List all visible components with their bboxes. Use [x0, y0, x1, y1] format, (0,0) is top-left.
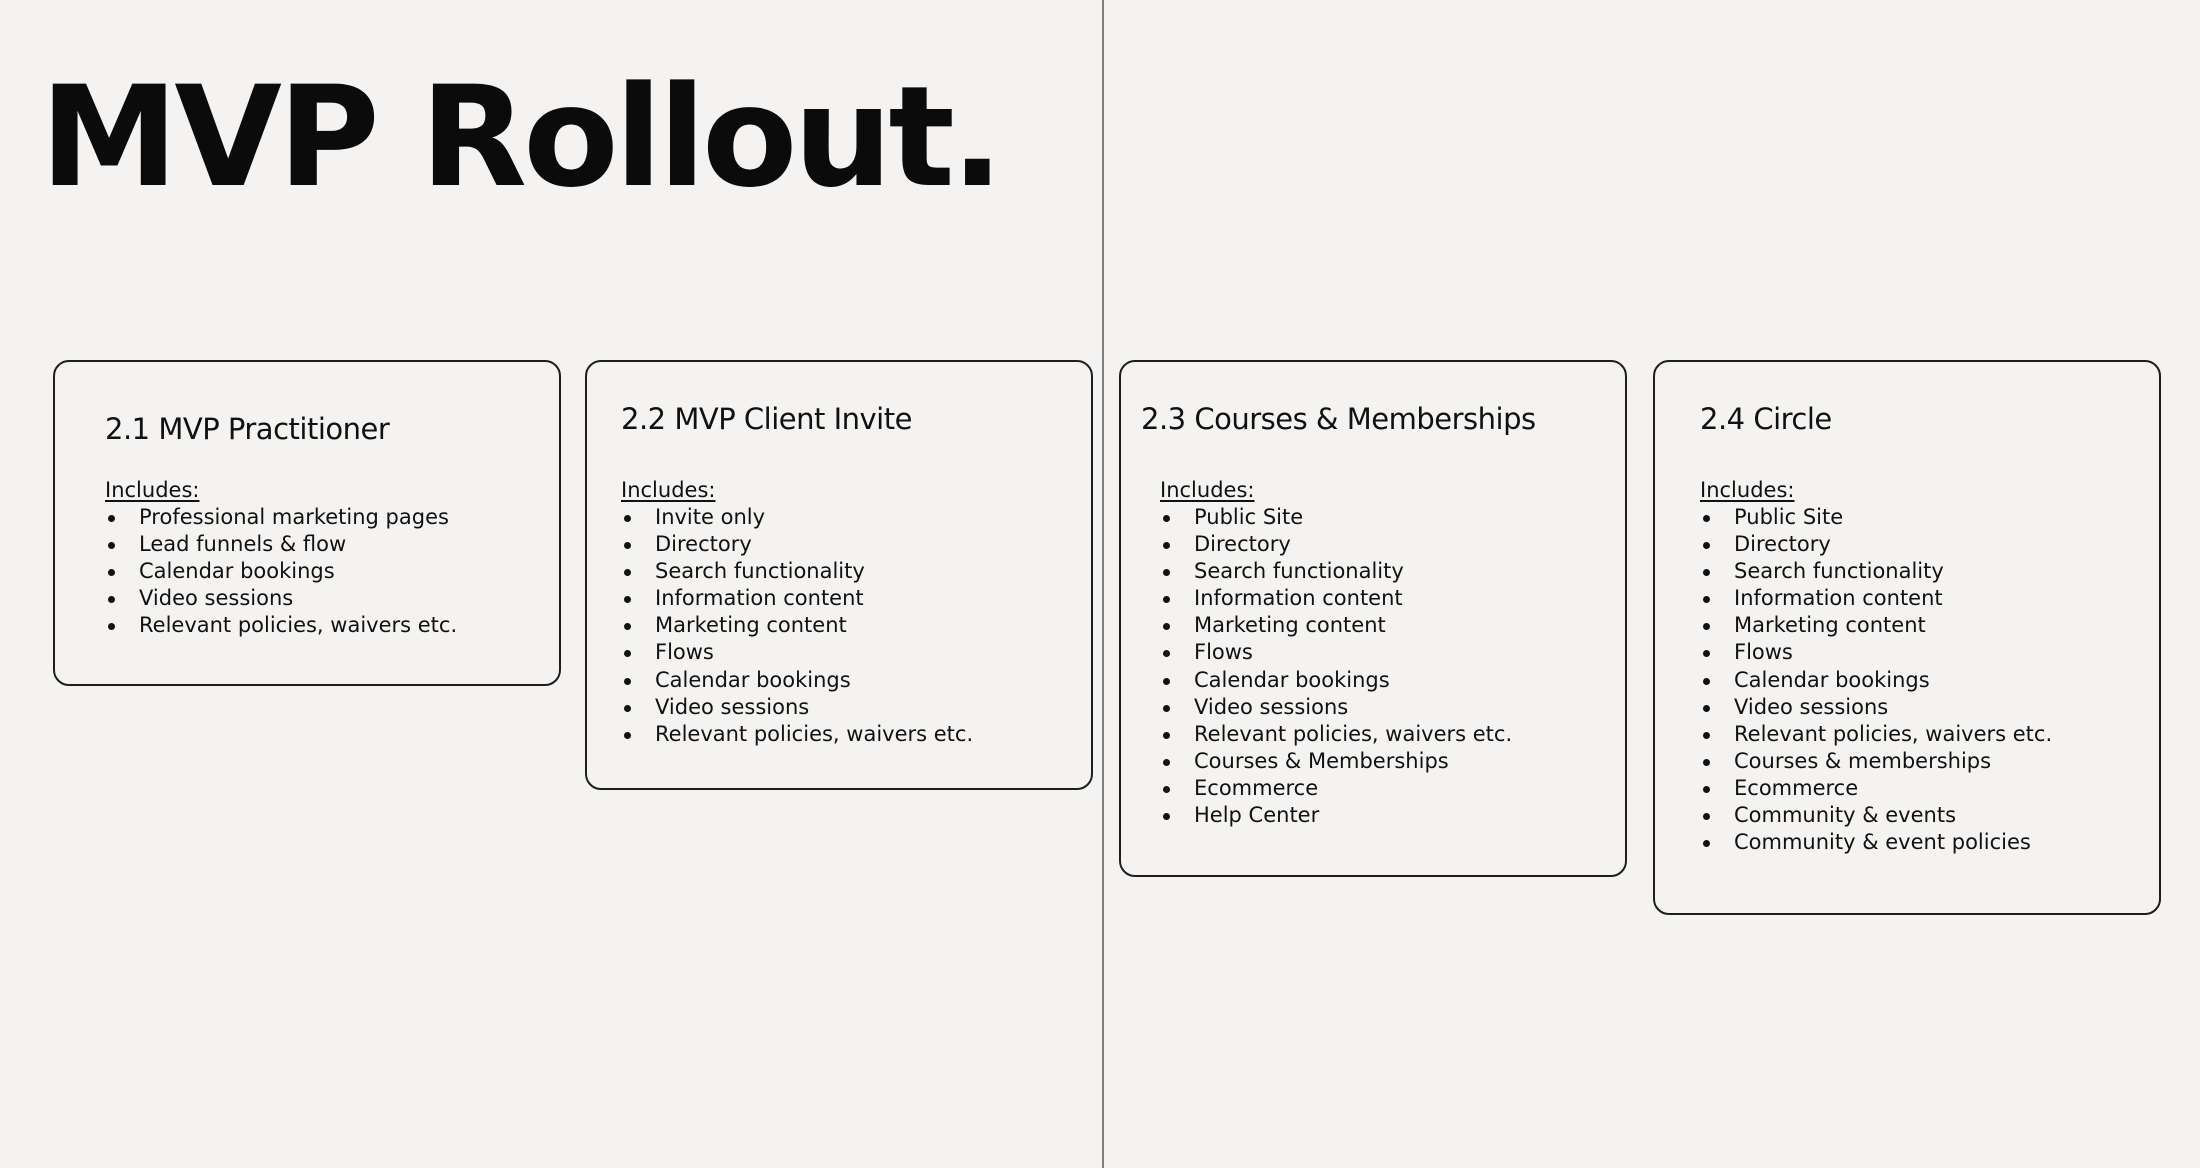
list-item: Calendar bookings — [1700, 667, 2052, 694]
list-item: Courses & Memberships — [1160, 748, 1512, 775]
list-item: Video sessions — [621, 694, 973, 721]
card-courses-memberships: 2.3 Courses & Memberships Includes: Publ… — [1119, 360, 1627, 877]
page-title: MVP Rollout. — [40, 56, 1004, 218]
list-item: Community & event policies — [1700, 829, 2052, 856]
includes-label: Includes: — [621, 478, 716, 502]
feature-list: Invite only Directory Search functionali… — [621, 504, 973, 748]
list-item: Ecommerce — [1160, 775, 1512, 802]
list-item: Calendar bookings — [105, 558, 457, 585]
list-item: Help Center — [1160, 802, 1512, 829]
feature-list: Professional marketing pages Lead funnel… — [105, 504, 457, 639]
list-item: Search functionality — [1160, 558, 1512, 585]
list-item: Marketing content — [1160, 612, 1512, 639]
list-item: Marketing content — [621, 612, 973, 639]
feature-list: Public Site Directory Search functionali… — [1160, 504, 1512, 829]
card-heading: 2.2 MVP Client Invite — [621, 402, 912, 436]
list-item: Relevant policies, waivers etc. — [1160, 721, 1512, 748]
card-heading: 2.4 Circle — [1700, 402, 1832, 436]
card-mvp-client-invite: 2.2 MVP Client Invite Includes: Invite o… — [585, 360, 1093, 790]
card-circle: 2.4 Circle Includes: Public Site Directo… — [1653, 360, 2161, 915]
list-item: Directory — [1700, 531, 2052, 558]
list-item: Video sessions — [1700, 694, 2052, 721]
includes-label: Includes: — [1700, 478, 1795, 502]
list-item: Lead funnels & flow — [105, 531, 457, 558]
list-item: Flows — [621, 639, 973, 666]
card-heading: 2.1 MVP Practitioner — [105, 412, 390, 446]
list-item: Flows — [1700, 639, 2052, 666]
list-item: Invite only — [621, 504, 973, 531]
list-item: Directory — [1160, 531, 1512, 558]
list-item: Professional marketing pages — [105, 504, 457, 531]
list-item: Information content — [1700, 585, 2052, 612]
feature-list: Public Site Directory Search functionali… — [1700, 504, 2052, 856]
list-item: Video sessions — [105, 585, 457, 612]
list-item: Search functionality — [1700, 558, 2052, 585]
list-item: Community & events — [1700, 802, 2052, 829]
card-heading: 2.3 Courses & Memberships — [1141, 402, 1536, 436]
list-item: Relevant policies, waivers etc. — [1700, 721, 2052, 748]
list-item: Directory — [621, 531, 973, 558]
list-item: Calendar bookings — [621, 667, 973, 694]
includes-label: Includes: — [105, 478, 200, 502]
vertical-divider — [1102, 0, 1104, 1168]
list-item: Ecommerce — [1700, 775, 2052, 802]
list-item: Public Site — [1700, 504, 2052, 531]
list-item: Information content — [621, 585, 973, 612]
list-item: Courses & memberships — [1700, 748, 2052, 775]
list-item: Information content — [1160, 585, 1512, 612]
list-item: Relevant policies, waivers etc. — [105, 612, 457, 639]
includes-label: Includes: — [1160, 478, 1255, 502]
list-item: Marketing content — [1700, 612, 2052, 639]
card-mvp-practitioner: 2.1 MVP Practitioner Includes: Professio… — [53, 360, 561, 686]
list-item: Calendar bookings — [1160, 667, 1512, 694]
list-item: Search functionality — [621, 558, 973, 585]
list-item: Public Site — [1160, 504, 1512, 531]
list-item: Flows — [1160, 639, 1512, 666]
list-item: Video sessions — [1160, 694, 1512, 721]
list-item: Relevant policies, waivers etc. — [621, 721, 973, 748]
